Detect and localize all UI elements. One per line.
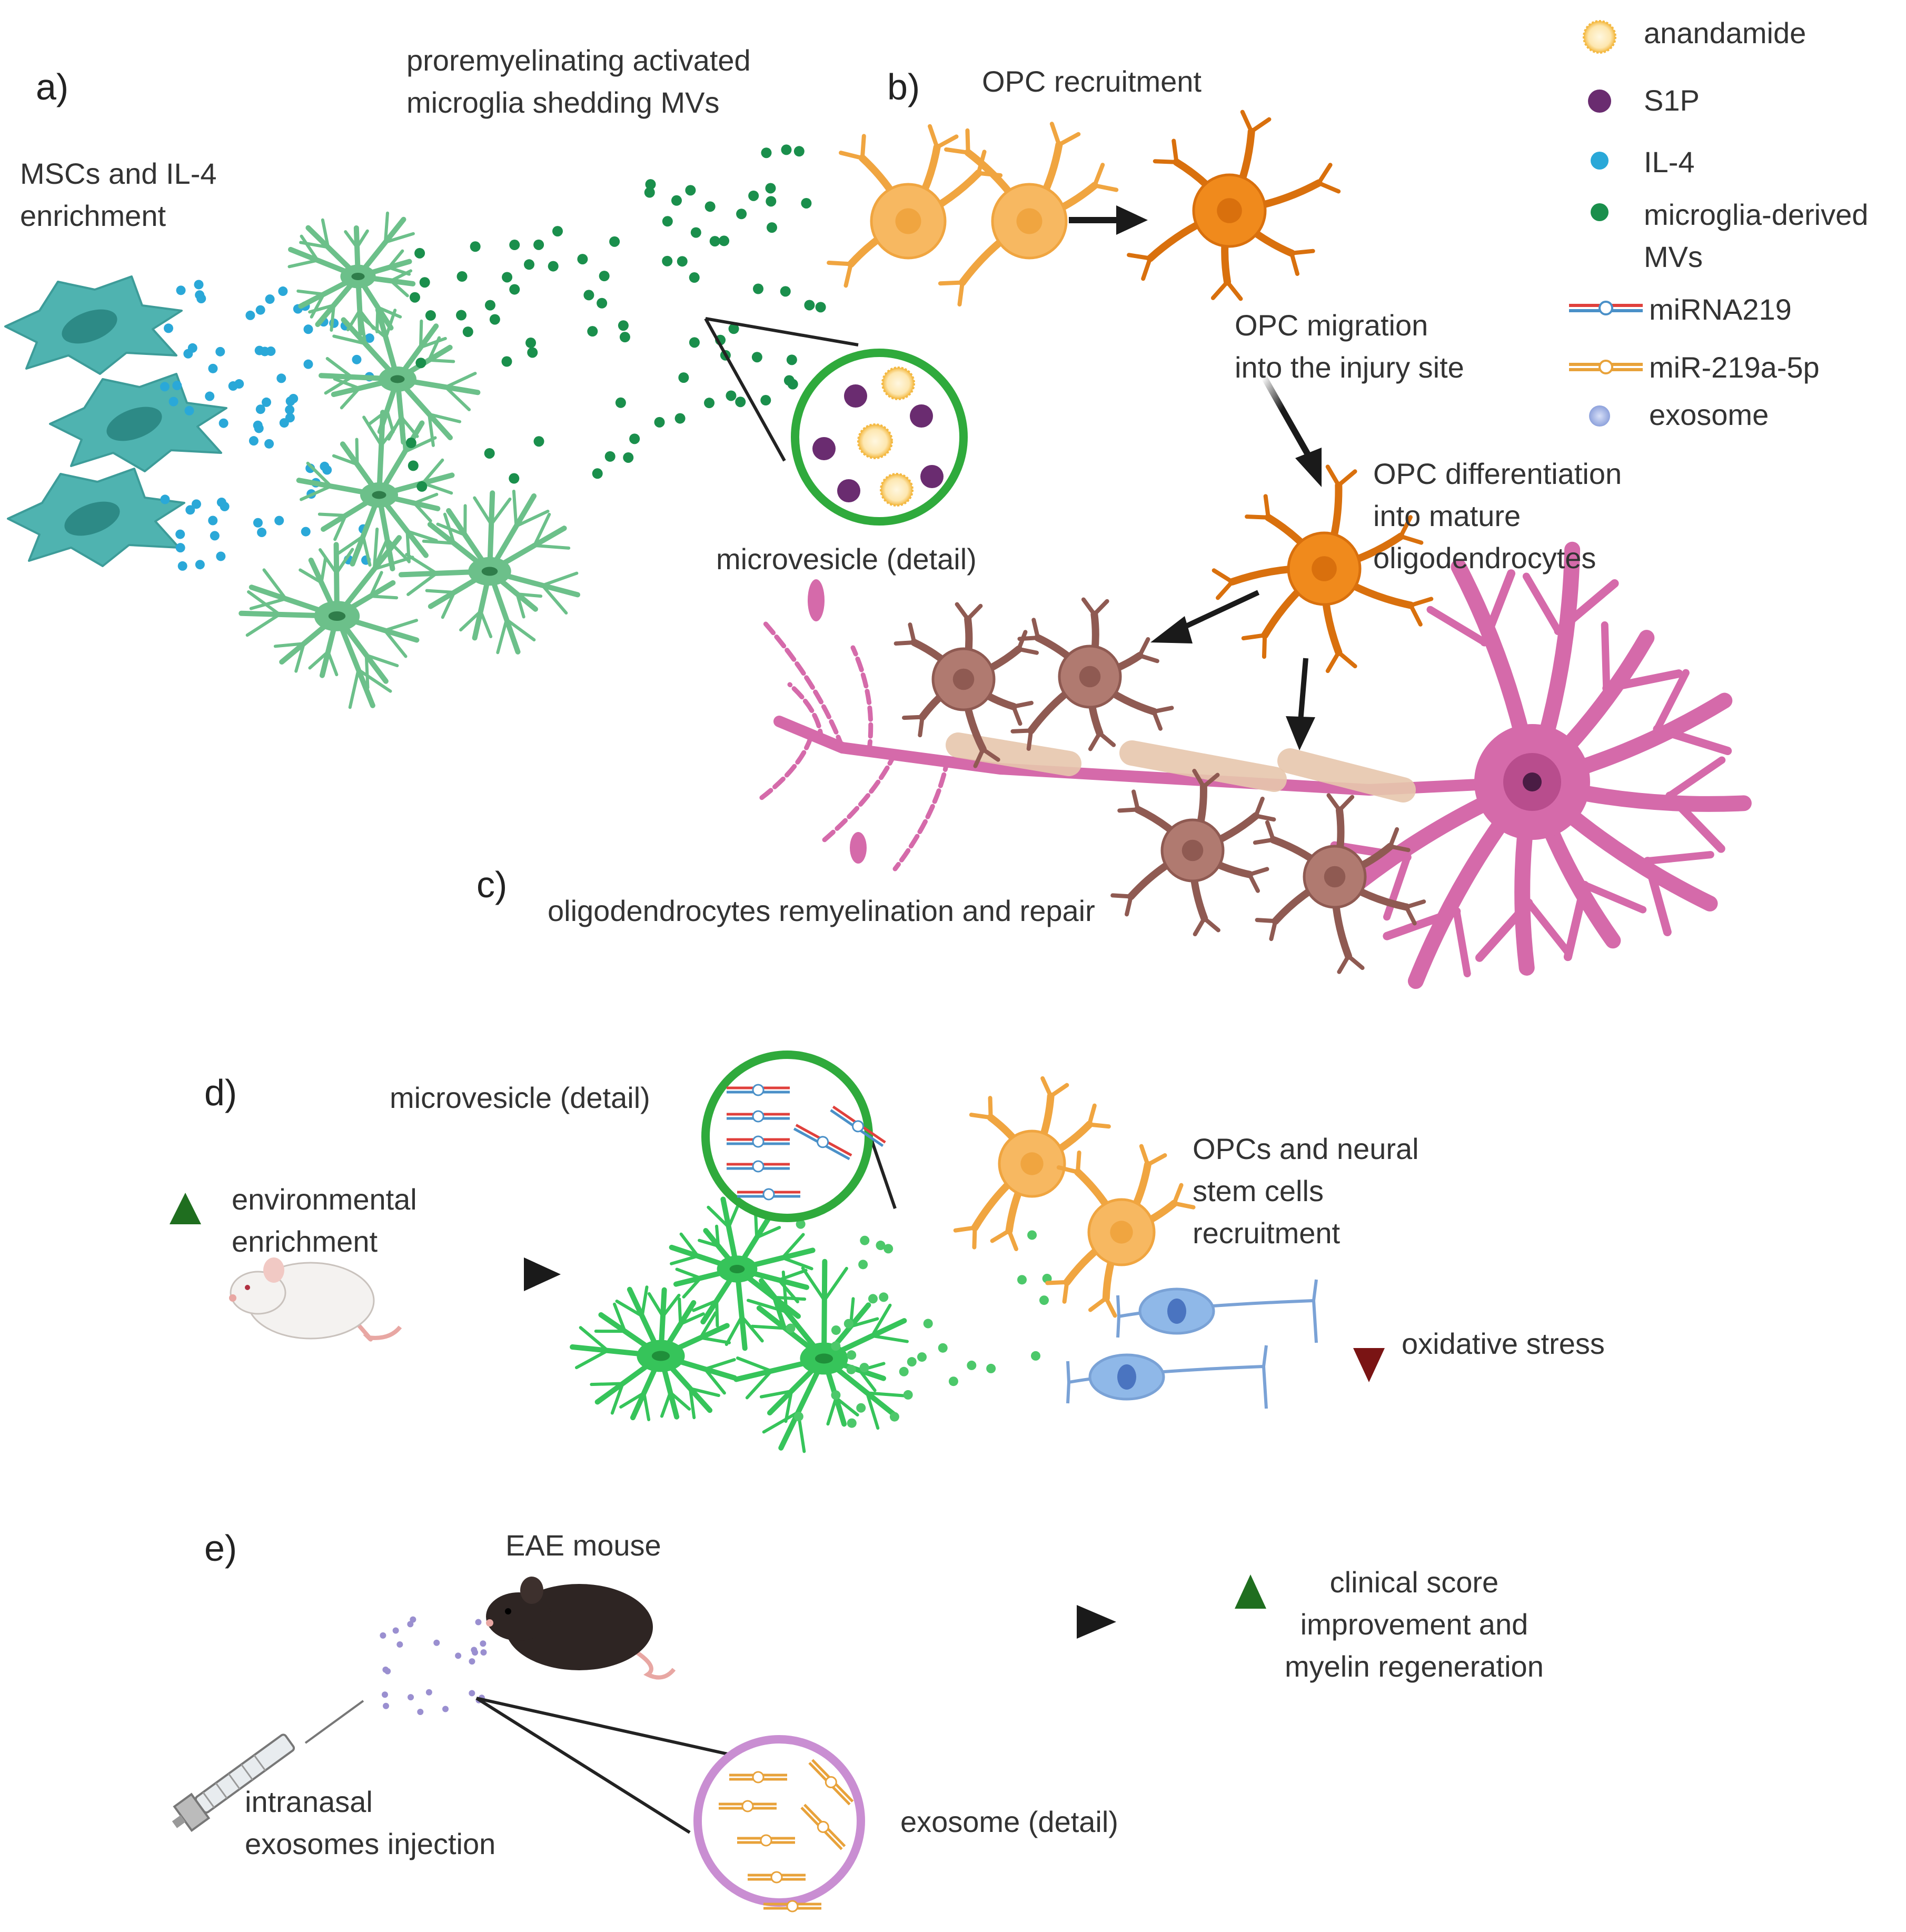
label-microglia: proremyelinating activated microglia she… — [406, 39, 751, 124]
exosome-detail-callout — [475, 1697, 865, 1913]
label-clinical-score: clinical score improvement and myelin re… — [1285, 1561, 1544, 1688]
legend-exosome-label: exosome — [1649, 398, 1769, 431]
microglia-cells-activated — [239, 211, 581, 709]
label-environmental-enrichment: environmental enrichment — [232, 1178, 417, 1263]
il4-icon — [1591, 152, 1609, 170]
label-clinical-line1: clinical score — [1329, 1566, 1499, 1599]
mirna219-icon — [1569, 301, 1643, 315]
legend-anandamide-label: anandamide — [1644, 16, 1806, 49]
neural-stem-cells — [1066, 1279, 1318, 1409]
msc-cells — [4, 275, 227, 567]
label-opc-recruitment: OPC recruitment — [982, 65, 1202, 98]
exosome-icon — [1589, 405, 1610, 427]
legend-il4-label: IL-4 — [1644, 145, 1695, 179]
environmental-enrichment-up-arrow — [170, 1193, 201, 1316]
opc-diff-arrow-left — [1150, 590, 1260, 643]
label-clinical-line2: improvement and — [1300, 1608, 1528, 1641]
eae-arrow — [932, 1605, 1116, 1639]
label-mscs-line1: MSCs and IL-4 — [20, 157, 217, 190]
label-opc-diff-line3: oligodendrocytes — [1373, 541, 1596, 574]
label-env-line1: environmental — [232, 1183, 417, 1216]
mirna-detail-callout — [701, 1051, 897, 1222]
label-oxidative-stress: oxidative stress — [1402, 1327, 1605, 1360]
oligodendrocyte-cells — [894, 597, 1426, 974]
legend-mir219a-label: miR-219a-5p — [1649, 351, 1820, 384]
label-opcs-line3: recruitment — [1193, 1216, 1341, 1250]
label-intranasal-line2: exosomes injection — [245, 1827, 496, 1860]
label-mscs: MSCs and IL-4 enrichment — [20, 153, 217, 237]
exosome-particles — [380, 1616, 487, 1715]
eae-mouse-icon — [486, 1577, 676, 1680]
label-microvesicle-detail-d: microvesicle (detail) — [390, 1081, 650, 1114]
label-remyelination: oligodendrocytes remyelination and repai… — [548, 894, 1095, 927]
neuron-cell — [756, 541, 1752, 989]
label-exosome-detail: exosome (detail) — [900, 1805, 1118, 1838]
label-clinical-line3: myelin regeneration — [1285, 1650, 1544, 1683]
label-microglia-line2: microglia shedding MVs — [406, 86, 720, 119]
legend-mirna219-label: miRNA219 — [1649, 293, 1792, 326]
label-opcs-recruitment: OPCs and neural stem cells recruitment — [1193, 1128, 1419, 1254]
label-microglia-line1: proremyelinating activated — [406, 44, 751, 77]
panel-label-d: d) — [204, 1072, 237, 1113]
microglia-cells-enriched — [570, 1196, 909, 1453]
legend-mv-label-line1: microglia-derived — [1644, 198, 1869, 231]
panel-label-b: b) — [887, 66, 920, 107]
label-opc-migration: OPC migration into the injury site — [1235, 304, 1464, 389]
opc-diff-arrow-down — [1286, 658, 1315, 750]
label-opc-migration-line2: into the injury site — [1235, 351, 1464, 384]
label-microvesicle-detail-a: microvesicle (detail) — [716, 542, 977, 576]
label-intranasal-line1: intranasal — [245, 1785, 373, 1818]
opc-recruit-arrow — [1069, 205, 1148, 235]
s1p-icon — [1588, 90, 1611, 113]
label-opc-diff-line2: into mature — [1373, 499, 1521, 532]
mir219a-icon — [1569, 360, 1643, 374]
legend-mv-label-line2: MVs — [1644, 240, 1703, 273]
label-mscs-line2: enrichment — [20, 199, 166, 232]
opc-cells — [827, 110, 1434, 673]
label-opc-diff-line1: OPC differentiation — [1373, 457, 1622, 490]
anandamide-icon — [1583, 20, 1616, 54]
clinical-score-up-arrow — [1235, 1574, 1266, 1698]
legend-s1p-label: S1P — [1644, 84, 1700, 117]
white-mouse-icon — [229, 1257, 402, 1342]
label-eae-mouse: EAE mouse — [505, 1529, 661, 1562]
label-env-line2: enrichment — [232, 1225, 378, 1258]
microvesicle-detail-callout — [704, 317, 968, 526]
label-opc-differentiation: OPC differentiation into mature oligoden… — [1373, 453, 1622, 579]
label-opc-migration-line1: OPC migration — [1235, 309, 1428, 342]
panel-label-c: c) — [476, 864, 508, 905]
panel-label-e: e) — [204, 1528, 237, 1569]
label-intranasal: intranasal exosomes injection — [245, 1781, 495, 1865]
microvesicle-particles-d — [786, 1207, 1052, 1428]
il4-particles — [160, 280, 374, 571]
oxidative-stress-down-arrow — [1353, 1298, 1385, 1382]
opc-migration-arrow — [1260, 375, 1322, 487]
opc-cells-d — [953, 1076, 1196, 1318]
panel-label-a: a) — [36, 66, 69, 107]
legend-icons — [1569, 20, 1643, 427]
syringe-icon — [172, 1700, 364, 1832]
legend-mv-label: microglia-derived MVs — [1644, 194, 1868, 278]
label-opcs-line2: stem cells — [1193, 1174, 1324, 1207]
microvesicle-particles — [405, 144, 826, 492]
mv-icon — [1591, 203, 1609, 221]
enrichment-arrow — [432, 1257, 561, 1291]
label-opcs-line1: OPCs and neural — [1193, 1132, 1419, 1165]
